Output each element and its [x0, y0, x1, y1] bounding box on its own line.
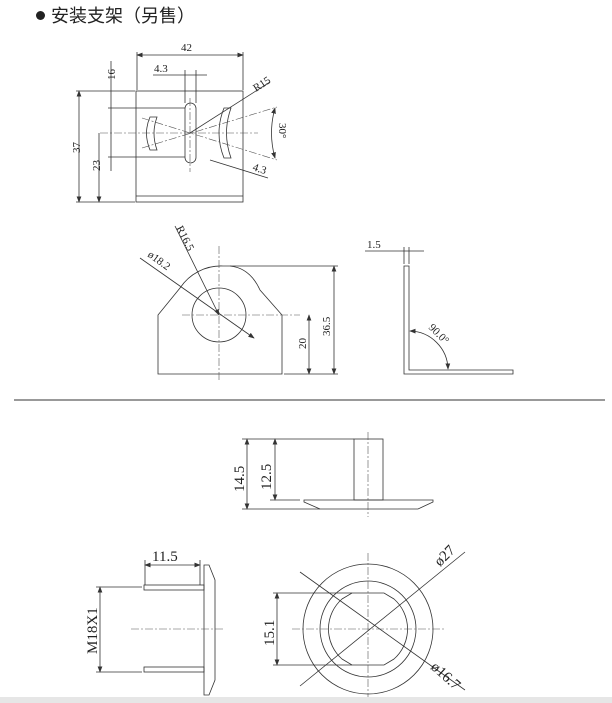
dim-thread: M18X1	[85, 607, 101, 654]
bracket-side-view: R16.5 ø18.2 36.5 20	[139, 224, 338, 380]
bracket-profile-view: 1.5 90.0°	[365, 239, 514, 375]
dim-stem-height: 12.5	[259, 464, 275, 490]
dim-height-36-5: 36.5	[321, 316, 333, 336]
dim-outer-diameter: ø27	[432, 542, 460, 570]
bottom-toolbar-strip	[0, 697, 612, 703]
nut-side-view: 14.5 12.5	[232, 432, 434, 517]
nut-top-view: 15.1 ø27 ø16.7	[262, 542, 466, 700]
dim-hole-diameter: ø18.2	[145, 249, 172, 273]
dim-hole-height: 20	[297, 338, 309, 350]
dim-width: 42	[181, 42, 192, 54]
nut-section-view: 11.5 M18X1	[85, 549, 225, 696]
dim-total-height: 14.5	[232, 466, 248, 492]
dim-center-height: 23	[91, 160, 103, 172]
dim-height: 37	[71, 142, 83, 154]
dim-inner-diameter: ø16.7	[427, 659, 463, 694]
dim-length: 11.5	[152, 549, 178, 565]
dim-arc-slot-width: 4.3	[251, 161, 268, 177]
section-title: 安装支架（另售）	[36, 2, 195, 28]
bullet-icon	[36, 10, 45, 20]
bracket-front-view: 42 4.3 16 37 23 R15 30° 4.3	[71, 42, 288, 203]
dim-slot-offset: 16	[106, 69, 118, 81]
dim-angle: 30°	[276, 123, 288, 138]
dim-r16-5: R16.5	[173, 224, 196, 254]
dim-thickness: 1.5	[367, 239, 381, 251]
dim-slot-width: 4.3	[154, 63, 168, 75]
section-title-text: 安装支架（另售）	[51, 6, 195, 26]
dim-bend-angle: 90.0°	[426, 322, 451, 347]
dim-flat-width: 15.1	[262, 620, 278, 646]
